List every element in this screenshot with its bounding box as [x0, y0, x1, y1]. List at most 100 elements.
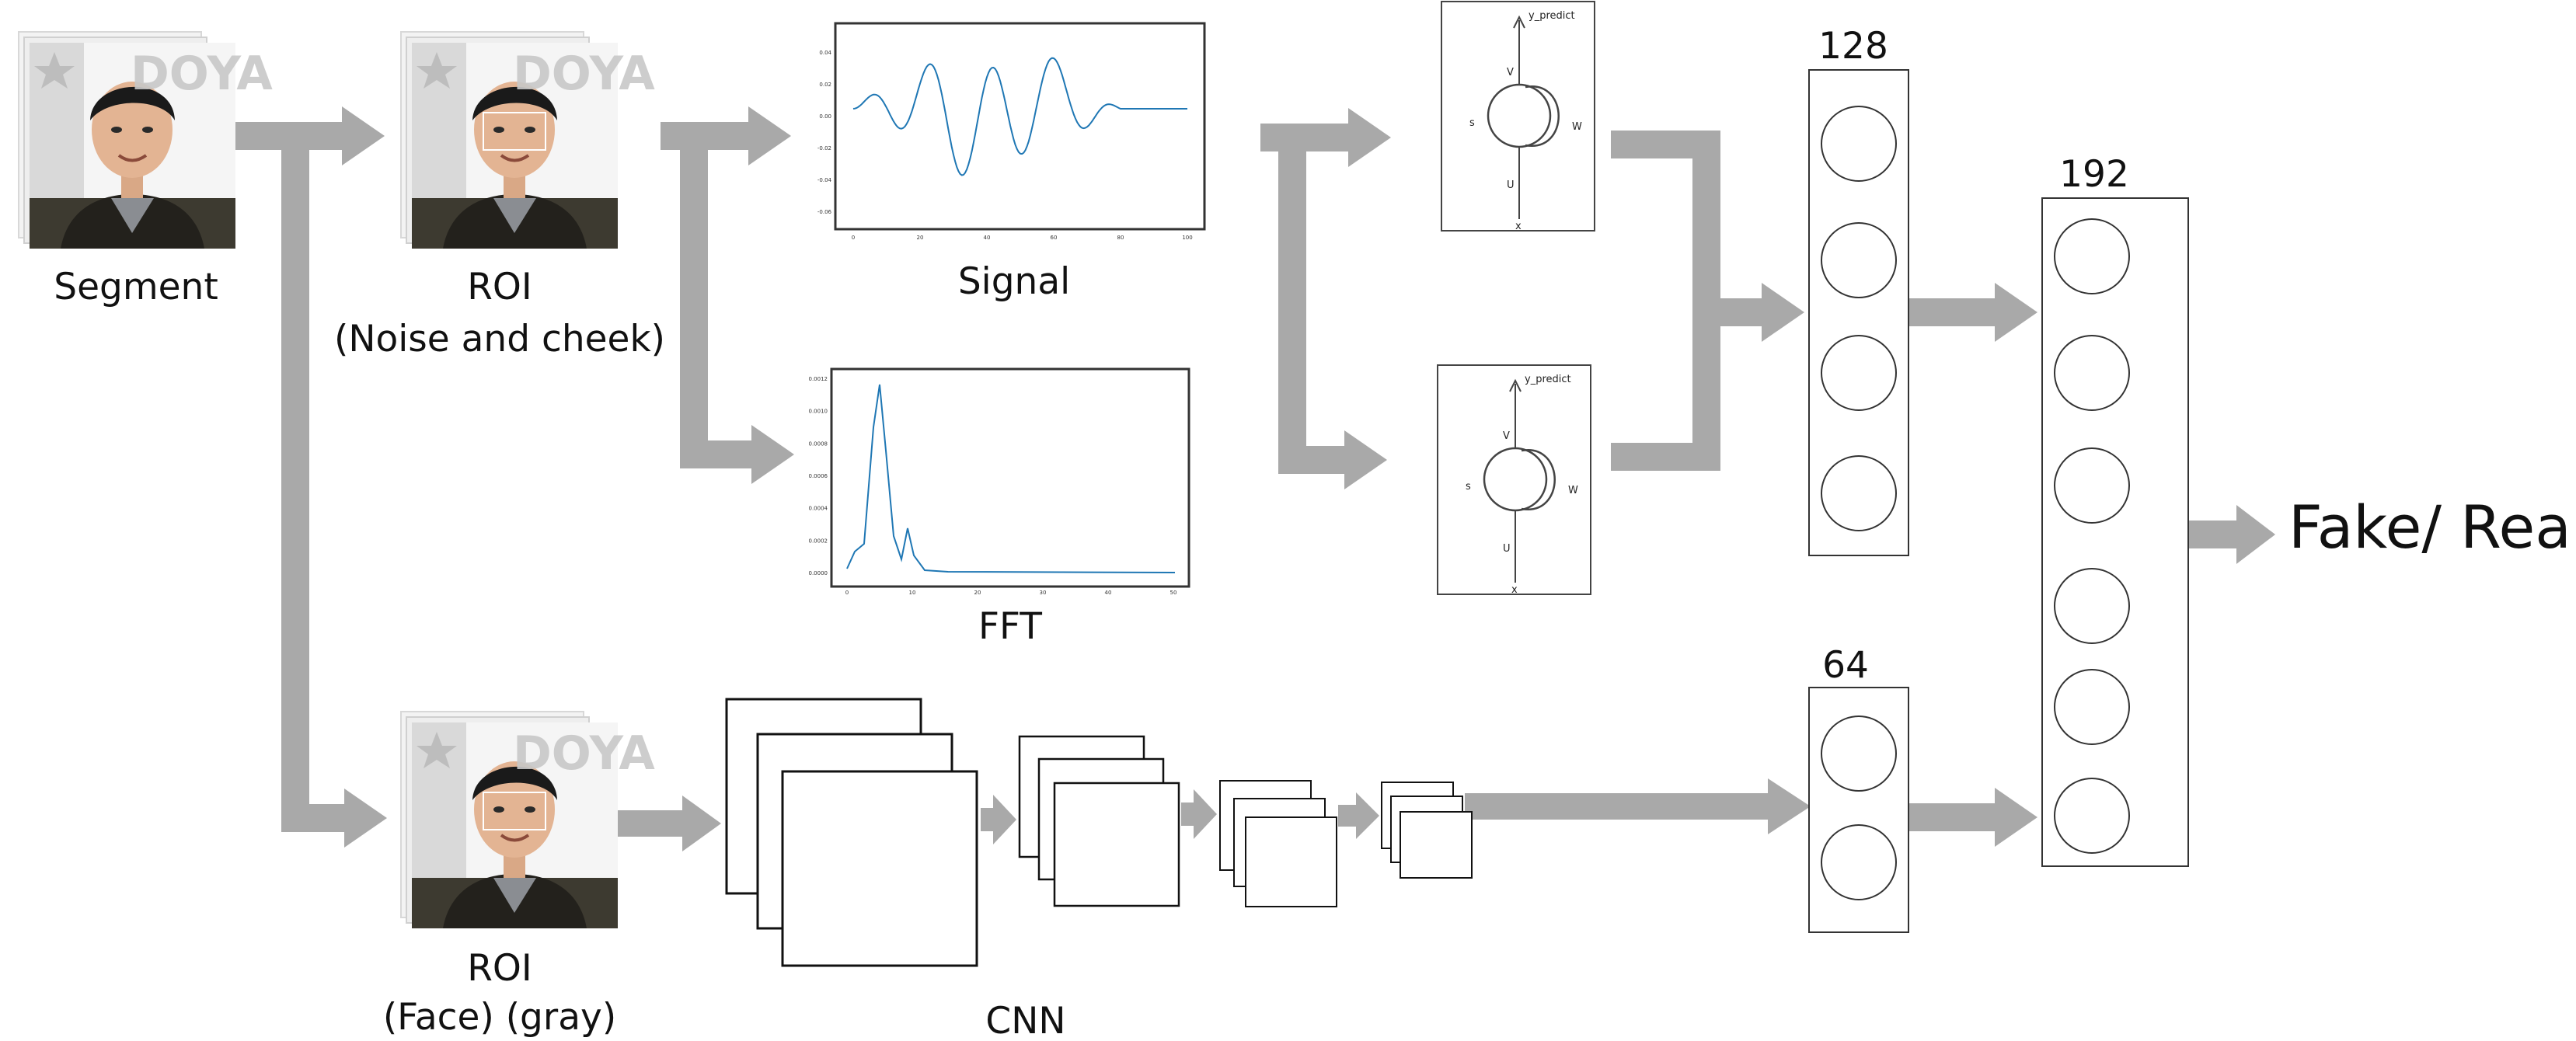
layer-192-frame [2041, 197, 2189, 867]
arrow-segment-to-roi-head [342, 106, 385, 165]
neuron [2054, 568, 2130, 644]
roi-face-gray-photo-stack: DOYA [399, 710, 655, 930]
dense-layer-192 [2041, 197, 2189, 867]
dense-layer-64 [1808, 687, 1909, 933]
arrow-to-layer-128-shaft [1692, 298, 1763, 326]
dense-layer-128 [1808, 69, 1909, 556]
arrow-cnn-to-64-shaft [1465, 793, 1769, 820]
neuron [2054, 447, 2130, 524]
feature-map [781, 770, 978, 967]
x-tick-label: 50 [1170, 590, 1177, 596]
y-tick-label: 0.00 [819, 113, 831, 120]
rnn-label-u: U [1503, 543, 1511, 555]
arrow-to-output-head [2236, 505, 2275, 564]
arrow-cnn-2-3-shaft [1181, 803, 1195, 826]
x-tick-label: 80 [1117, 235, 1124, 241]
x-tick-label: 0 [845, 590, 849, 596]
arrow-64-to-192-head [1995, 788, 2037, 847]
x-tick-label: 60 [1051, 235, 1058, 241]
rnn-label-v: V [1503, 430, 1510, 442]
neuron [1821, 824, 1897, 900]
neuron [2054, 778, 2130, 854]
arrow-roi-face-to-cnn-head [682, 796, 721, 851]
arrow-to-roi-face-shaft [281, 804, 346, 832]
y-tick-label: 0.0006 [809, 473, 828, 479]
roi-box [483, 792, 546, 830]
x-tick-label: 20 [917, 235, 924, 241]
rnn-label-y: y_predict [1525, 374, 1571, 385]
arrow-cnn-1-2-shaft [981, 808, 995, 831]
signal-plot-frame [834, 22, 1206, 231]
photo-watermark-text: DOYA [513, 47, 655, 101]
neuron [1821, 455, 1897, 531]
y-tick-label: -0.02 [817, 145, 831, 151]
photo-watermark-text: DOYA [131, 47, 273, 101]
neuron [2054, 669, 2130, 745]
rnn-label-s: s [1469, 117, 1475, 129]
rnn-label-x: x [1511, 584, 1518, 596]
photo-watermark-text: DOYA [513, 726, 655, 781]
fft-plot-frame [830, 367, 1190, 588]
arrow-cnn-3-4-shaft [1338, 805, 1358, 827]
fft-plot: 0.00120.00100.00080.00060.00040.00020.00… [809, 367, 1190, 596]
neuron [2054, 218, 2130, 294]
y-tick-label: 0.02 [819, 82, 831, 88]
arrow-to-roi-face-head [344, 789, 387, 848]
label-layer-64: 64 [1822, 644, 1869, 687]
x-tick-label: 30 [1040, 590, 1047, 596]
arrow-cnn-2-3-head [1194, 789, 1217, 839]
label-segment: Segment [54, 266, 218, 308]
label-layer-192: 192 [2059, 153, 2129, 196]
arrow-cnn-1-2-head [993, 795, 1016, 844]
branch-vertical-left [281, 136, 309, 831]
rnn-label-s: s [1466, 481, 1471, 493]
arrow-cnn-3-4-head [1356, 792, 1379, 839]
rnn-label-v: V [1507, 67, 1514, 78]
neuron [1821, 106, 1897, 182]
label-layer-128: 128 [1818, 25, 1888, 68]
arrow-cnn-to-64-head [1768, 778, 1811, 834]
hidden-state-node [1483, 447, 1548, 512]
y-tick-label: 0.0012 [809, 376, 828, 382]
rnn-label-y: y_predict [1529, 10, 1575, 22]
rnn-cell-bottom: y_predict V W s U x [1437, 364, 1591, 596]
arrow-128-to-192-head [1995, 283, 2037, 342]
cnn-stack [725, 698, 1473, 967]
signal-line [852, 57, 1187, 176]
fft-line [846, 384, 1176, 573]
y-tick-label: -0.04 [817, 177, 832, 183]
x-tick-label: 100 [1182, 235, 1192, 241]
label-fft: FFT [978, 605, 1042, 648]
segment-photo-stack: DOYA [17, 30, 273, 250]
rnn-cell-top: y_predict V W s U x [1441, 1, 1595, 232]
arrow-64-to-192-shaft [1908, 803, 1996, 831]
arrow-128-to-192-shaft [1908, 298, 1996, 326]
x-tick-label: 40 [1105, 590, 1112, 596]
y-tick-label: 0.0010 [809, 409, 828, 415]
label-roi-face-line2: (Face) (gray) [383, 996, 616, 1039]
arrow-fft-to-rnn-head [1344, 430, 1387, 489]
feature-map [1400, 811, 1473, 879]
x-tick-label: 40 [984, 235, 991, 241]
arrow-fft-to-rnn-shaft [1278, 446, 1346, 474]
label-output: Fake/ Real [2288, 493, 2576, 562]
neuron [1821, 335, 1897, 411]
label-cnn: CNN [985, 1000, 1065, 1041]
roi-noise-cheek-photo-stack: DOYA [399, 30, 655, 250]
x-tick-label: 10 [909, 590, 916, 596]
x-tick-label: 20 [974, 590, 981, 596]
arrow-roi-to-fft-shaft [680, 440, 753, 468]
label-signal: Signal [958, 260, 1070, 303]
y-tick-label: 0.0008 [809, 440, 828, 447]
arrow-roi-to-fft-head [751, 425, 794, 484]
branch-vertical-rnn [1278, 138, 1306, 460]
arrow-roi-to-signal-head [748, 106, 791, 165]
roi-box [483, 112, 546, 151]
rnn-label-w: W [1568, 485, 1578, 496]
y-tick-label: 0.0004 [809, 506, 828, 512]
neuron [1821, 715, 1897, 792]
label-roi-face-line1: ROI [467, 947, 532, 990]
hidden-state-node [1487, 83, 1552, 148]
